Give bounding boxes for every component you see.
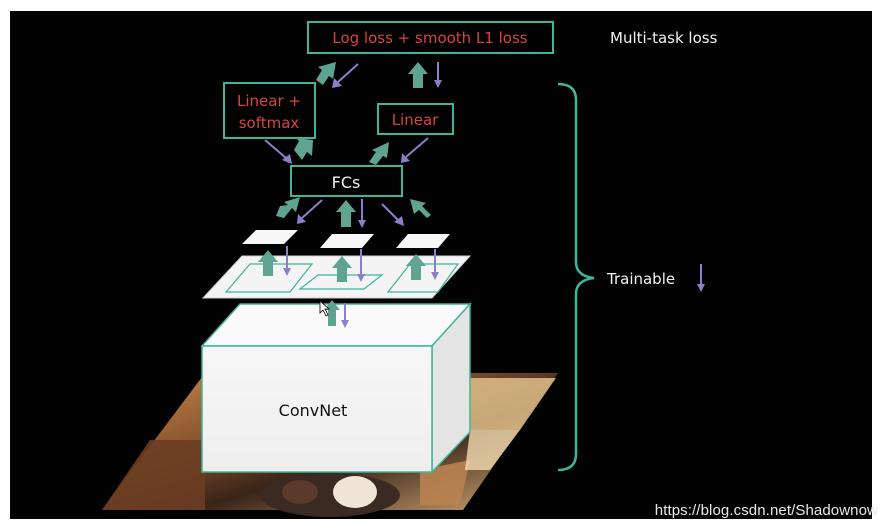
convnet-block: ConvNet xyxy=(200,302,472,474)
linear-label: Linear xyxy=(392,111,439,129)
linear-softmax-line1: Linear + xyxy=(237,92,301,110)
mouse-cursor-icon xyxy=(319,300,331,317)
up-arrow-loss-right xyxy=(408,62,428,88)
up-arrow-roi-2 xyxy=(332,256,352,282)
trainable-label: Trainable xyxy=(606,270,675,288)
up-arrow-loss-left xyxy=(316,62,336,85)
up-arrow-fc-left xyxy=(276,197,300,218)
linear-box: Linear xyxy=(377,103,454,135)
loss-label: Log loss + smooth L1 loss xyxy=(332,29,527,47)
trainable-bracket xyxy=(557,82,595,472)
up-arrow-roi-1 xyxy=(258,250,278,276)
up-arrow-convnet xyxy=(324,300,340,326)
roi-pooled-features xyxy=(242,230,450,248)
up-arrow-roi-3 xyxy=(406,254,426,280)
feature-map-plane xyxy=(201,255,472,299)
up-arrow-linear xyxy=(369,142,389,165)
multi-task-loss-label: Multi-task loss xyxy=(610,29,718,47)
up-arrow-fc-center xyxy=(336,200,356,227)
backward-arrows xyxy=(264,62,442,328)
fcs-label: FCs xyxy=(332,173,361,192)
fcs-box: FCs xyxy=(290,165,403,197)
up-arrow-linear-softmax xyxy=(294,138,313,160)
trainable-down-arrow xyxy=(697,264,705,292)
linear-softmax-box: Linear + softmax xyxy=(223,82,316,139)
loss-box: Log loss + smooth L1 loss xyxy=(307,21,554,54)
up-arrow-fc-right xyxy=(410,199,431,218)
watermark: https://blog.csdn.net/Shadownow xyxy=(654,502,878,519)
convnet-label: ConvNet xyxy=(279,401,348,420)
linear-softmax-line2: softmax xyxy=(239,114,300,132)
forward-arrows xyxy=(258,62,431,326)
